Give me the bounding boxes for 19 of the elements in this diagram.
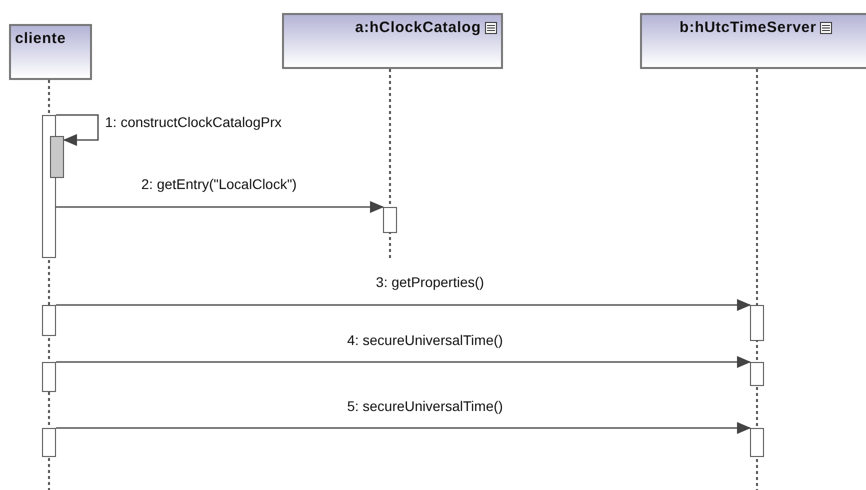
message-arrow [56,356,751,368]
message-arrow [56,299,751,311]
activation-bar [42,305,56,336]
activation-bar [383,207,397,233]
activation-bar [42,362,56,392]
activation-bar [750,305,764,341]
activation-bar [750,362,764,386]
object-name: cliente [15,30,66,48]
lifeline-head-box [9,24,92,80]
activation-bar [750,428,764,457]
object-name: a:hClockCatalog [355,19,481,37]
message-arrow [56,114,99,146]
activation-bar [42,428,56,457]
message-arrow [56,422,751,434]
object-name: b:hUtcTimeServer [680,19,816,37]
lifeline-head-box [640,13,866,69]
activation-bar [50,136,64,178]
message-arrow [56,201,384,213]
lifeline-head-box [282,13,503,69]
